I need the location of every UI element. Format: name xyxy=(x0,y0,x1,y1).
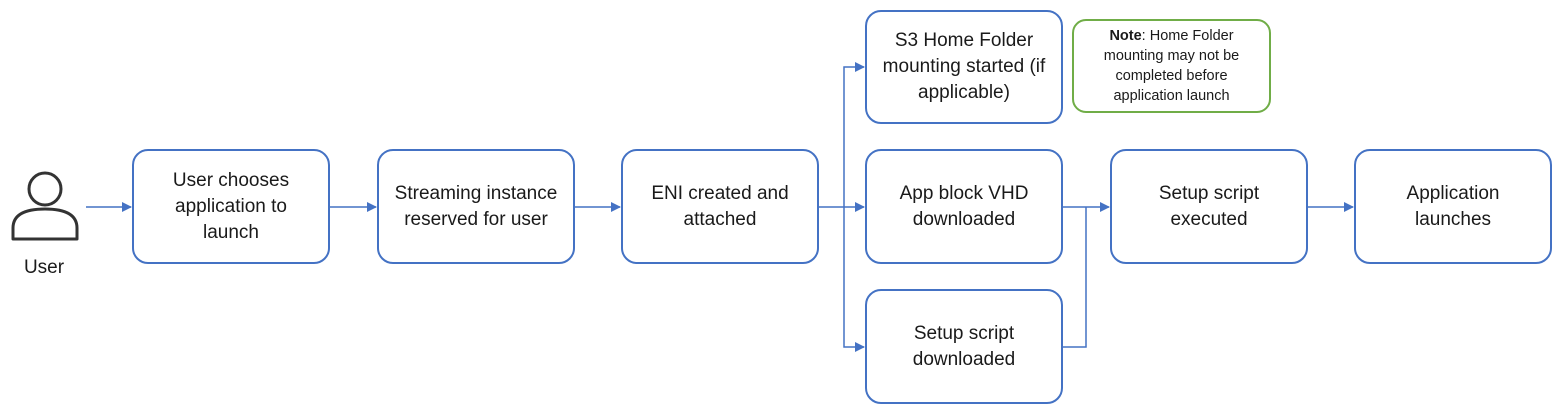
step-eni-created: ENI created and attached xyxy=(621,149,819,264)
arrow-eni-to-setup-dl xyxy=(843,207,865,352)
user-icon xyxy=(11,171,79,241)
step-application-launches-label: Application launches xyxy=(1406,182,1500,230)
note-title: Note xyxy=(1109,28,1142,44)
step-setup-script-executed-label: Setup script executed xyxy=(1158,182,1260,230)
note-body: : Home Folder mounting may not be comple… xyxy=(1103,28,1240,104)
step-reserve-instance-label: Streaming instance reserved for user xyxy=(394,182,558,230)
step-eni-created-label: ENI created and attached xyxy=(651,182,789,230)
step-s3-mounting: S3 Home Folder mounting started (if appl… xyxy=(865,10,1063,124)
note-box: Note: Home Folder mounting may not be co… xyxy=(1072,19,1271,113)
user-label: User xyxy=(23,257,65,278)
step-setup-script-executed: Setup script executed xyxy=(1110,149,1308,264)
step-choose-application: User chooses application to launch xyxy=(132,149,330,264)
step-reserve-instance: Streaming instance reserved for user xyxy=(377,149,575,264)
step-setup-script-downloaded-label: Setup script downloaded xyxy=(912,322,1016,370)
step-appblock-downloaded-label: App block VHD downloaded xyxy=(899,182,1029,230)
arrow-eni-to-s3 xyxy=(843,62,865,207)
step-setup-script-downloaded: Setup script downloaded xyxy=(865,289,1063,404)
step-appblock-downloaded: App block VHD downloaded xyxy=(865,149,1063,264)
note-text: Note: Home Folder mounting may not be co… xyxy=(1084,26,1259,106)
step-application-launches: Application launches xyxy=(1354,149,1552,264)
step-choose-application-label: User chooses application to launch xyxy=(172,169,290,243)
connector-setup-dl-join xyxy=(1063,207,1087,348)
step-s3-mounting-label: S3 Home Folder mounting started (if appl… xyxy=(882,30,1046,103)
